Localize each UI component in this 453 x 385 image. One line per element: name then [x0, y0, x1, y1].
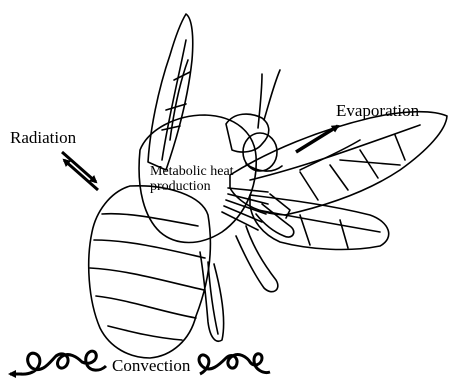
metabolic-label-line2: production — [150, 179, 211, 194]
convection-label: Convection — [112, 356, 191, 375]
wing-root-lines — [222, 188, 268, 230]
hindwing-right — [250, 195, 389, 249]
convection-coil-right — [199, 354, 270, 374]
radiation-label: Radiation — [10, 128, 77, 147]
evaporation-label: Evaporation — [336, 101, 420, 120]
forewing-left — [148, 14, 193, 170]
convection-coil-left — [10, 351, 106, 374]
metabolic-label-line1: Metabolic heat — [150, 164, 234, 179]
radiation-arrows — [62, 152, 98, 190]
abdomen — [89, 186, 211, 358]
antennae — [258, 70, 280, 128]
